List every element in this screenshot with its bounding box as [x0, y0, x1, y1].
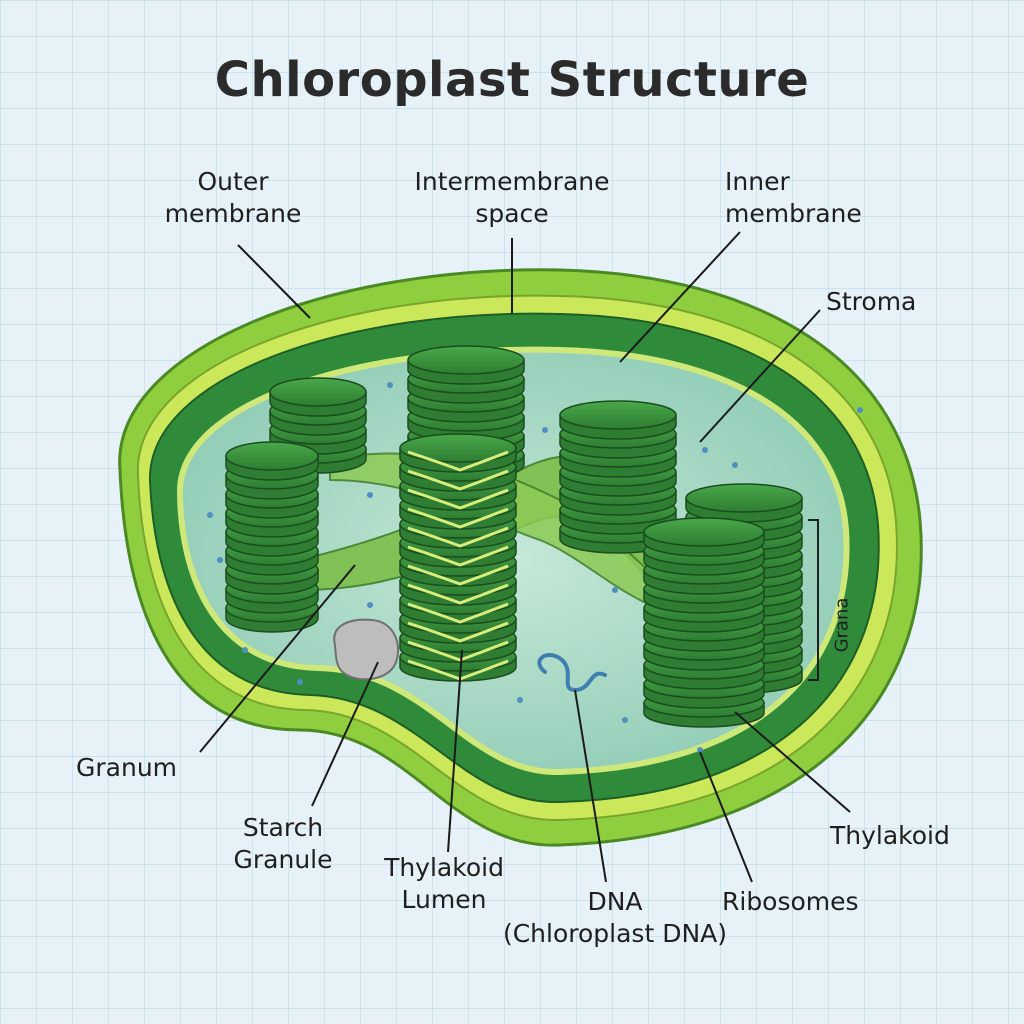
thylakoid-lumen: [407, 602, 509, 624]
grana-layer: [225, 345, 803, 728]
thylakoid-lumen: [407, 507, 509, 529]
thylakoid-disk: [407, 345, 525, 375]
thylakoid-lumen: [407, 545, 509, 567]
label-thylakoid-lumen: Thylakoid Lumen: [384, 853, 504, 914]
granum-stack: [399, 433, 517, 682]
leader-inner-membrane: [619, 231, 741, 363]
thylakoid-lumen: [407, 640, 509, 662]
leader-stroma: [699, 309, 821, 443]
ribosomes: [207, 382, 863, 753]
label-stroma: Stroma: [826, 287, 917, 316]
thylakoid-disk: [643, 517, 765, 547]
grana-bracket: [808, 519, 819, 681]
leader-ribosomes: [699, 751, 753, 883]
label-intermembrane-space: Intermembrane space: [414, 167, 610, 228]
diagram-title: Chloroplast Structure: [214, 52, 810, 108]
thylakoid-lumen: [407, 488, 509, 510]
label-grana: Grana: [831, 597, 853, 653]
leader-thylakoid-lumen: [447, 649, 463, 853]
granum-stack: [225, 441, 319, 633]
thylakoid-disk: [685, 483, 803, 513]
thylakoid-disk: [225, 441, 319, 471]
granum-stack: [643, 517, 765, 728]
leader-thylakoid: [734, 711, 851, 813]
thylakoid-lumen: [407, 450, 509, 472]
starch-granule: [333, 618, 400, 681]
thylakoid-disk: [559, 400, 677, 430]
thylakoid-lumen: [407, 621, 509, 643]
label-starch-granule: Starch Granule: [233, 813, 333, 874]
leader-outer-membrane: [237, 244, 311, 319]
thylakoid-lumen: [407, 469, 509, 491]
thylakoid-disk: [399, 433, 517, 463]
dna-strand: [537, 653, 607, 693]
thylakoid-lumen: [407, 526, 509, 548]
leader-lines: [199, 231, 851, 883]
label-outer-membrane: Outer membrane: [164, 167, 302, 228]
label-dna: DNA (Chloroplast DNA): [502, 887, 728, 948]
thylakoid-disk: [269, 377, 367, 407]
label-ribosomes: Ribosomes: [722, 887, 859, 916]
leader-granum: [199, 564, 356, 753]
label-granum: Granum: [76, 753, 178, 782]
leader-dna: [574, 689, 607, 883]
label-inner-membrane: Inner membrane: [725, 167, 862, 228]
thylakoid-lumen: [407, 583, 509, 605]
thylakoid-lumen: [407, 564, 509, 586]
leader-starch-granule: [311, 661, 379, 807]
label-thylakoid: Thylakoid: [830, 821, 950, 850]
